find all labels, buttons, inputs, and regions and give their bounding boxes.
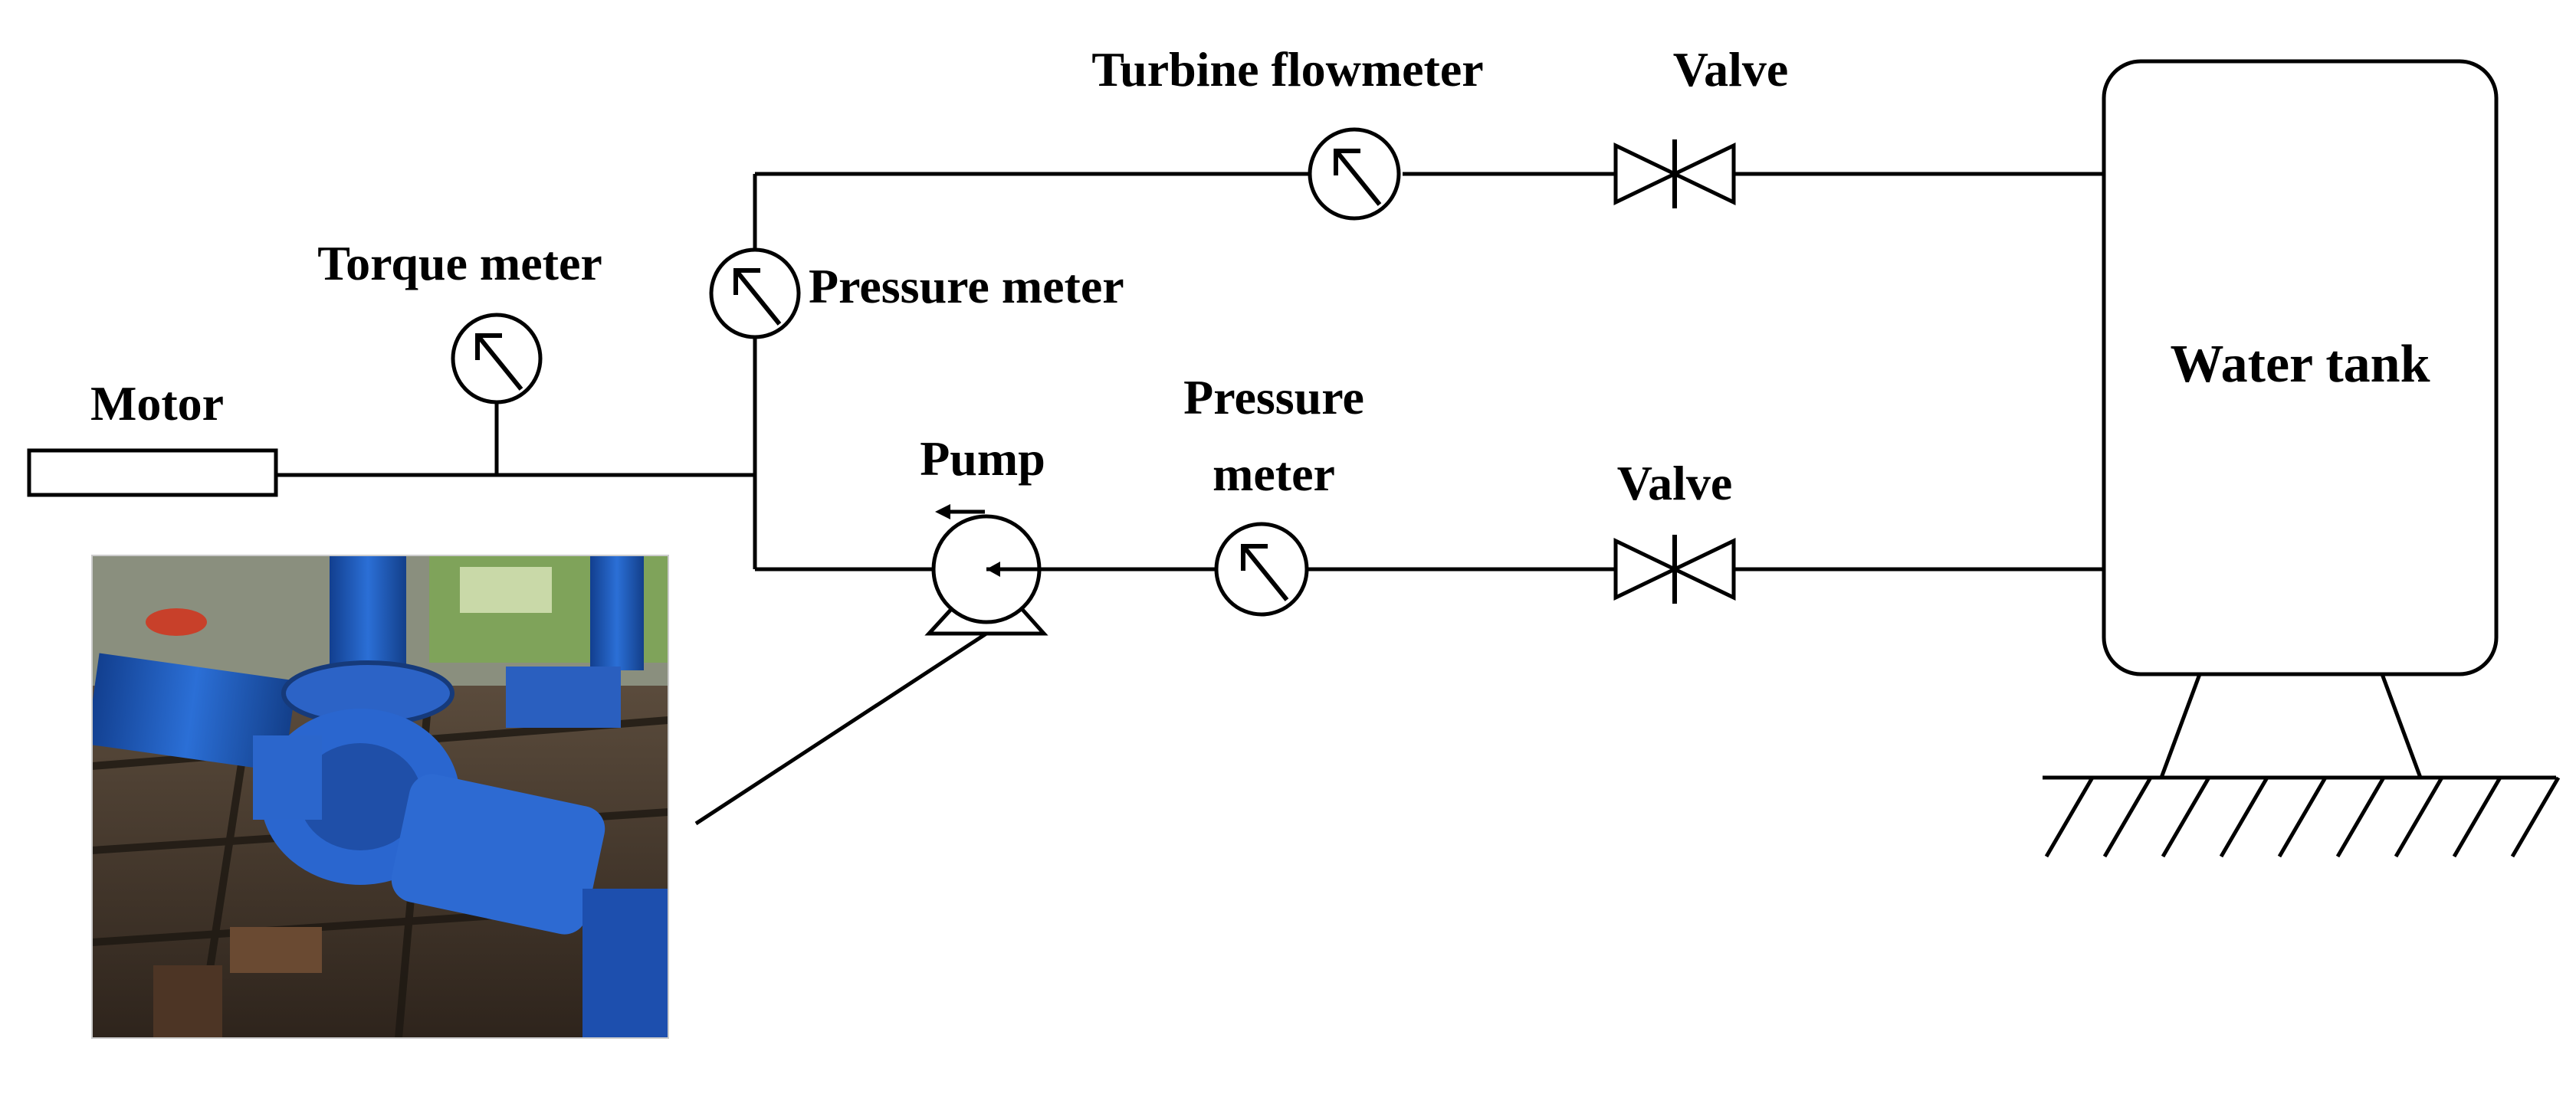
ground-hatch-stroke xyxy=(2335,776,2386,858)
motor-label: Motor xyxy=(90,376,224,431)
pressure-meter-upper-needle-icon xyxy=(733,268,782,326)
pressure-meter-lower-label-line2: meter xyxy=(1213,447,1335,501)
pressure-meter-lower-label-line1: Pressure xyxy=(1183,370,1364,424)
ground-hatching xyxy=(2044,776,2561,858)
ground-hatch-stroke xyxy=(2044,776,2095,858)
torque-meter-needle-icon xyxy=(475,333,523,391)
pressure-meter-upper-label: Pressure meter xyxy=(809,259,1124,313)
ground-hatch-stroke xyxy=(2452,776,2502,858)
pressure-meter-lower xyxy=(1214,522,1309,617)
valve-upper-left-triangle xyxy=(1613,142,1679,205)
valve-lower-left-triangle xyxy=(1613,538,1679,601)
tank-leg-right xyxy=(2380,673,2423,778)
pump-photo xyxy=(91,555,669,1039)
tank-leg-left xyxy=(2159,673,2202,778)
pipe-lines xyxy=(276,172,2104,826)
valve-upper-label: Valve xyxy=(1673,42,1789,97)
ground-hatch-stroke xyxy=(2510,776,2561,858)
ground-hatch-stroke xyxy=(2102,776,2153,858)
torque-meter-label: Torque meter xyxy=(317,236,602,290)
pump-flow-arrow-icon xyxy=(986,562,1000,577)
torque-meter xyxy=(451,313,543,405)
turbine-flowmeter-label: Turbine flowmeter xyxy=(1091,42,1483,97)
motor-box xyxy=(27,448,278,497)
turbine-flowmeter-needle-icon xyxy=(1334,149,1382,206)
ground-hatch-stroke xyxy=(2277,776,2328,858)
pressure-meter-upper xyxy=(709,247,801,339)
valve-lower-right-triangle xyxy=(1670,538,1736,601)
ground-hatch-stroke xyxy=(2394,776,2444,858)
pressure-meter-lower-needle-icon xyxy=(1241,544,1289,601)
valve-lower xyxy=(1613,535,1736,604)
photo-leader-line xyxy=(694,630,990,826)
valve-lower-label: Valve xyxy=(1617,456,1733,510)
turbine-flowmeter xyxy=(1308,127,1401,221)
valve-upper-right-triangle xyxy=(1670,142,1736,205)
valve-upper xyxy=(1613,139,1736,208)
pump xyxy=(924,504,1048,636)
tank-support xyxy=(2043,673,2556,780)
pump-rotation-arrow-icon xyxy=(935,504,985,519)
pump-label: Pump xyxy=(920,431,1045,486)
ground-hatch-stroke xyxy=(2161,776,2211,858)
water-tank-label: Water tank xyxy=(2171,335,2430,394)
water-tank xyxy=(2102,59,2499,676)
ground-hatch-stroke xyxy=(2219,776,2269,858)
